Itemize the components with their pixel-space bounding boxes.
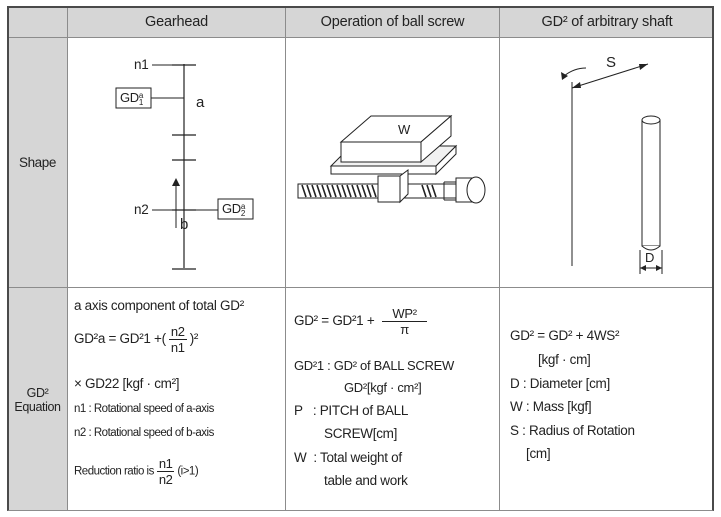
ball-screw-eq-line4: P : PITCH of BALL: [294, 403, 409, 418]
shaft-eq-line3: D : Diameter [cm]: [510, 376, 610, 391]
rotation-arrow-icon: [563, 67, 587, 77]
cell-shaft-equation: GD² = GD² + 4WS² [kgf · cm] D : Diameter…: [499, 287, 714, 511]
header-arbitrary-shaft-text: GD² of arbitrary shaft: [541, 14, 673, 30]
ball-screw-diagram: [297, 114, 486, 204]
row-label-shape: Shape: [7, 37, 67, 287]
gearhead-eq-line5: n2 : Rotational speed of b-axis: [74, 427, 214, 439]
shaft-d-label: D: [645, 250, 655, 265]
shaft-diagram: [561, 63, 663, 274]
gearhead-b-label: b: [180, 216, 189, 233]
ball-screw-eq-line6: W : Total weight of: [294, 450, 402, 465]
arrow-up-icon: [172, 178, 180, 186]
header-arbitrary-shaft: GD² of arbitrary shaft: [499, 6, 714, 37]
header-gearhead: Gearhead: [67, 6, 285, 37]
row-label-equation: GD² Equation: [7, 287, 67, 511]
ball-screw-eq-line2: GD²1 : GD² of BALL SCREW: [294, 358, 454, 373]
shaft-eq-line4: W : Mass [kgf]: [510, 399, 592, 414]
shaft-eq-line1: GD² = GD² + 4WS²: [510, 328, 620, 343]
header-blank-cell: [7, 6, 67, 37]
gearhead-n1-label: n1: [134, 57, 149, 72]
ball-screw-eq-line3: GD²[kgf · cm²]: [344, 380, 422, 395]
cell-gearhead-equation: a axis component of total GD² GD²a = GD²…: [67, 287, 285, 511]
header-gearhead-text: Gearhead: [145, 14, 208, 30]
shaft-eq-line2: [kgf · cm]: [538, 352, 591, 367]
gearhead-diagram: [115, 64, 254, 270]
ball-screw-w-label: W: [398, 122, 410, 137]
ball-screw-eq-line5: SCREW[cm]: [324, 426, 398, 441]
header-ball-screw: Operation of ball screw: [285, 6, 499, 37]
shaft-eq-line5: S : Radius of Rotation: [510, 423, 635, 438]
gearhead-n2-label: n2: [134, 202, 149, 217]
gearhead-eq-line1: a axis component of total GD²: [74, 298, 244, 313]
gearhead-eq-line4: n1 : Rotational speed of a-axis: [74, 403, 214, 415]
header-ball-screw-text: Operation of ball screw: [320, 14, 465, 30]
cell-ball-screw-shape: W: [285, 37, 499, 287]
shaft-s-label: S: [606, 54, 616, 71]
gearhead-a-label: a: [196, 94, 205, 111]
row-label-equation-line2: Equation: [14, 399, 61, 414]
cell-shaft-shape: S D: [499, 37, 714, 287]
row-label-shape-text: Shape: [18, 155, 57, 170]
row-label-equation-line1: GD²: [26, 385, 49, 400]
shaft-eq-line6: [cm]: [526, 446, 551, 461]
gearhead-eq-line3: × GD22 [kgf · cm²]: [74, 376, 180, 391]
ball-screw-eq-line7: table and work: [324, 473, 408, 488]
